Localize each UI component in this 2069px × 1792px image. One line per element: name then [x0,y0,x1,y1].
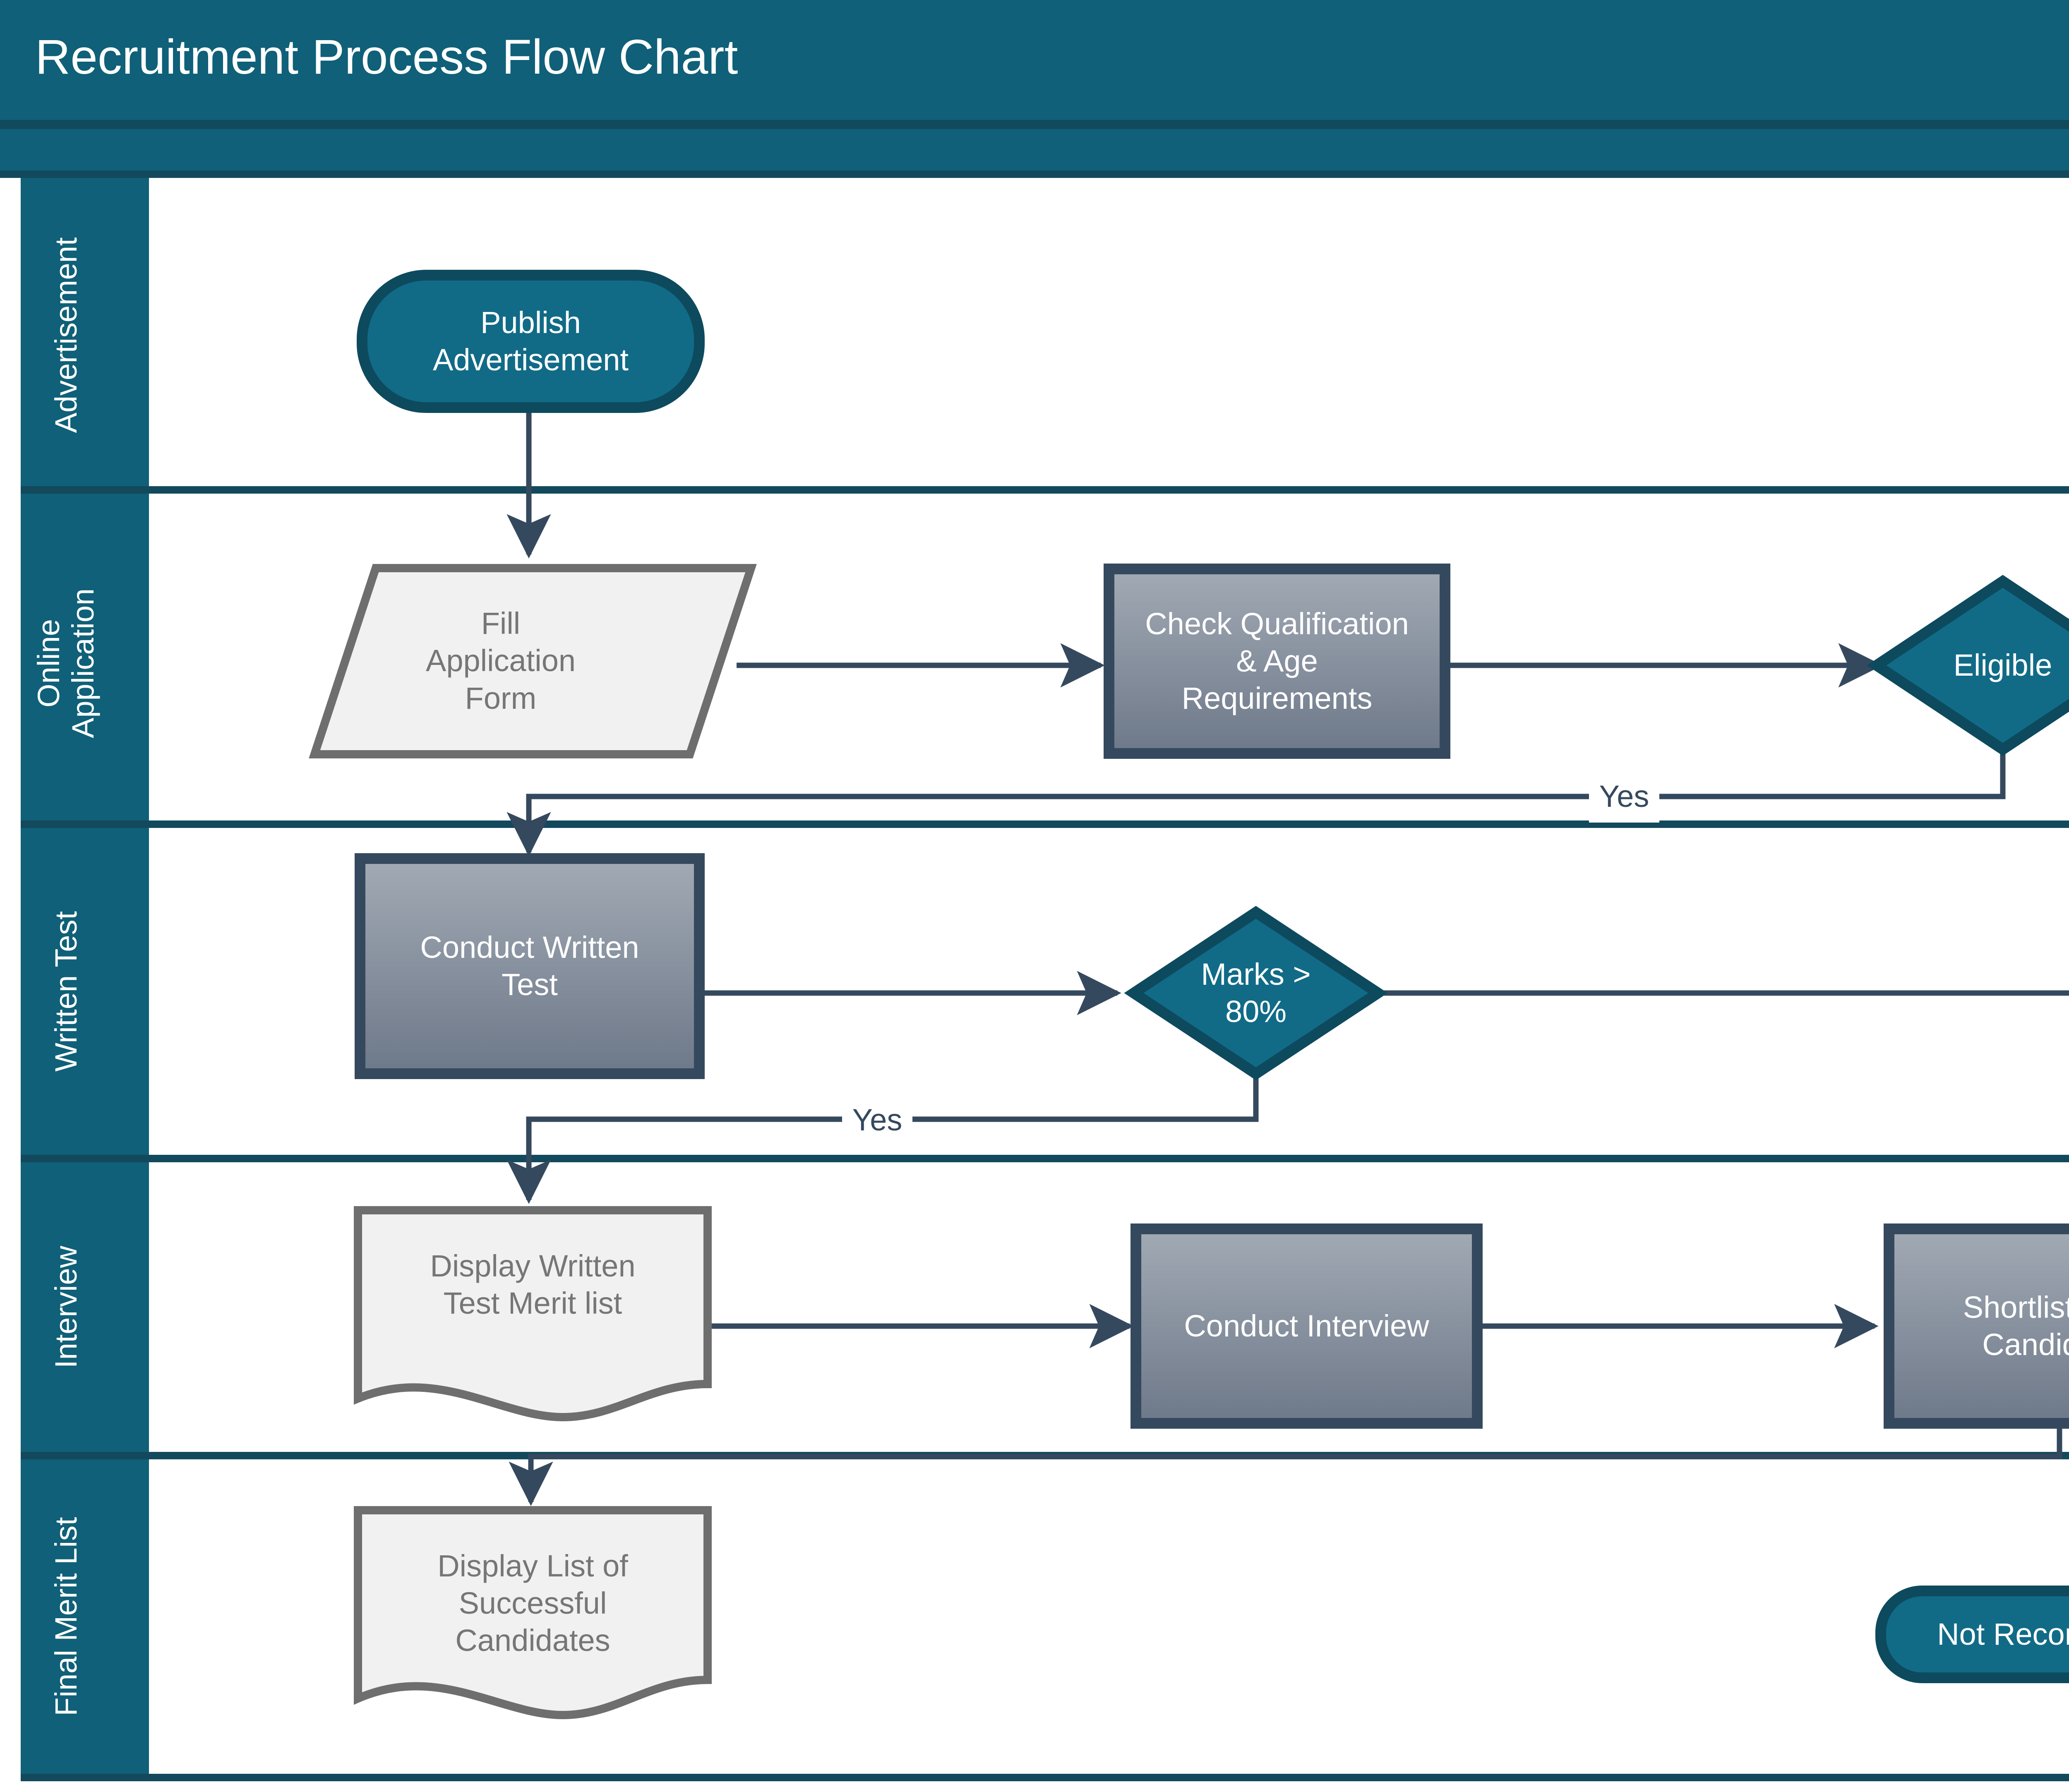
page-title: Recruitment Process Flow Chart [35,30,738,84]
edge-eligible-yes [506,726,2006,856]
lane-bottom-border [21,1774,2069,1781]
lane-cell-interview [21,1162,149,1452]
header-band [0,0,2069,120]
edge-label-eligible-yes: Yes [1589,770,1659,823]
node-shortlist-top-5-candidates [1884,1223,2069,1429]
node-conduct-interview [1131,1223,1483,1429]
node-display-list-successful-candidates [354,1506,712,1720]
node-display-written-test-merit-list [354,1206,712,1422]
node-fill-application-form [309,564,757,758]
edge-label-marks-yes: Yes [842,1093,912,1146]
lane-label-interview: Interview [48,1245,83,1369]
lane-label-written-test: Written Test [48,911,83,1072]
header-subband [0,129,2069,170]
node-not-recommended [1875,1586,2069,1683]
node-marks-over-80 [1124,906,1388,1080]
header-subband-divider [0,170,2069,178]
header-divider [0,120,2069,129]
lane-cell-online-application [21,494,149,820]
lane-label-online-application-text: Online Application [31,588,100,739]
lane-divider-2 [21,820,2069,828]
node-publish-advertisement [357,270,705,413]
lane-divider-1 [21,486,2069,494]
lane-label-online-application: Online Application [31,527,100,800]
lane-cell-written-test [21,828,149,1155]
edge-shortlist-to-final-list [509,1423,2062,1506]
lane-cell-final-merit-list [21,1459,149,1774]
lane-label-advertisement: Advertisement [48,237,83,433]
lane-label-final-merit-list: Final Merit List [48,1517,83,1716]
node-eligible [1867,575,2069,756]
lane-cell-advertisement [21,178,149,486]
node-check-qualification-age [1104,564,1450,759]
lane-divider-3 [21,1155,2069,1162]
node-conduct-written-test [355,853,705,1079]
